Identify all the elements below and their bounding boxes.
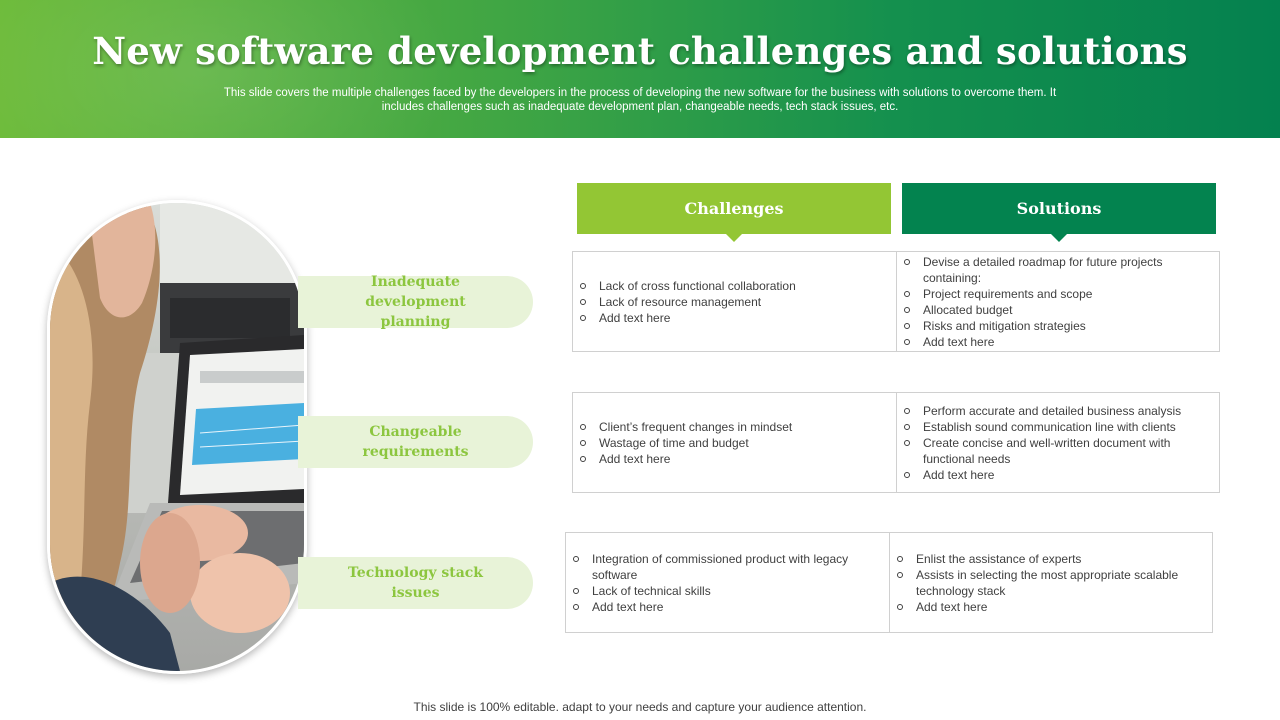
list-item: Add text here bbox=[903, 334, 1213, 350]
row-technology-stack: Integration of commissioned product with… bbox=[565, 532, 1213, 633]
category-pill-development-planning: Inadequate development planning bbox=[298, 274, 533, 330]
header-banner: New software development challenges and … bbox=[0, 0, 1280, 138]
list-item: Assists in selecting the most appropriat… bbox=[896, 567, 1206, 599]
list-item: Add text here bbox=[579, 310, 890, 326]
photo-illustration bbox=[50, 203, 304, 671]
list-item: Add text here bbox=[572, 599, 883, 615]
solutions-cell: Perform accurate and detailed business a… bbox=[897, 393, 1219, 492]
list-item: Lack of resource management bbox=[579, 294, 890, 310]
list-item: Project requirements and scope bbox=[903, 286, 1213, 302]
list-item: Lack of technical skills bbox=[572, 583, 883, 599]
solutions-list: Enlist the assistance of experts Assists… bbox=[896, 551, 1206, 615]
list-item: Lack of cross functional collaboration bbox=[579, 278, 890, 294]
category-pill-technology-stack: Technology stack issues bbox=[298, 557, 533, 609]
list-item: Perform accurate and detailed business a… bbox=[903, 403, 1213, 419]
list-item: Add text here bbox=[579, 451, 890, 467]
list-item: Client’s frequent changes in mindset bbox=[579, 419, 890, 435]
category-pill-changeable-requirements: Changeable requirements bbox=[298, 416, 533, 468]
challenges-list: Client’s frequent changes in mindset Was… bbox=[579, 419, 890, 467]
solutions-header: Solutions bbox=[902, 183, 1216, 242]
list-item: Integration of commissioned product with… bbox=[572, 551, 883, 583]
page-title: New software development challenges and … bbox=[92, 29, 1188, 73]
list-item: Risks and mitigation strategies bbox=[903, 318, 1213, 334]
row-development-planning: Lack of cross functional collaboration L… bbox=[572, 251, 1220, 352]
challenges-cell: Lack of cross functional collaboration L… bbox=[573, 252, 897, 351]
footer-note: This slide is 100% editable. adapt to yo… bbox=[413, 700, 867, 714]
woman-laptop-photo bbox=[47, 200, 307, 674]
solutions-list: Devise a detailed roadmap for future pro… bbox=[903, 254, 1213, 350]
list-item: Add text here bbox=[903, 467, 1213, 483]
challenges-cell: Integration of commissioned product with… bbox=[566, 533, 890, 632]
list-item: Establish sound communication line with … bbox=[903, 419, 1213, 435]
list-item: Allocated budget bbox=[903, 302, 1213, 318]
solutions-cell: Enlist the assistance of experts Assists… bbox=[890, 533, 1212, 632]
challenges-list: Integration of commissioned product with… bbox=[572, 551, 883, 615]
list-item: Create concise and well-written document… bbox=[903, 435, 1213, 467]
list-item: Wastage of time and budget bbox=[579, 435, 890, 451]
page-subtitle: This slide covers the multiple challenge… bbox=[223, 87, 1057, 113]
solutions-list: Perform accurate and detailed business a… bbox=[903, 403, 1213, 483]
row-changeable-requirements: Client’s frequent changes in mindset Was… bbox=[572, 392, 1220, 493]
list-item: Devise a detailed roadmap for future pro… bbox=[903, 254, 1213, 286]
list-item: Enlist the assistance of experts bbox=[896, 551, 1206, 567]
challenges-list: Lack of cross functional collaboration L… bbox=[579, 278, 890, 326]
challenges-header: Challenges bbox=[577, 183, 891, 242]
list-item: Add text here bbox=[896, 599, 1206, 615]
challenges-cell: Client’s frequent changes in mindset Was… bbox=[573, 393, 897, 492]
solutions-cell: Devise a detailed roadmap for future pro… bbox=[897, 252, 1219, 351]
